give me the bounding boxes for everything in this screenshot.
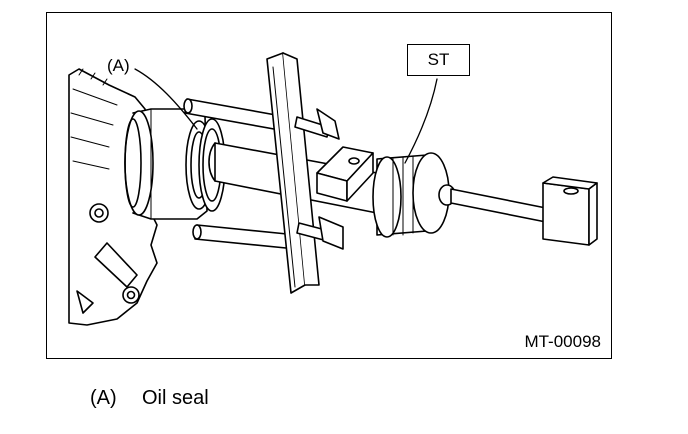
leader-line-st xyxy=(404,78,438,164)
oil-seal-installation-illustration xyxy=(68,52,598,326)
oil-seal xyxy=(185,118,226,212)
slide-rod-handle xyxy=(450,176,598,246)
legend-label: Oil seal xyxy=(142,387,209,409)
callout-a-label: (A) xyxy=(107,56,130,75)
leader-line-a xyxy=(134,68,198,130)
thumb-screws xyxy=(294,108,344,250)
callout-st-box: ST xyxy=(407,44,470,76)
clamp-block xyxy=(316,146,374,202)
legend-key: (A) xyxy=(90,387,117,409)
legend-item: (A) Oil seal xyxy=(90,387,209,410)
figure-frame: (A) ST MT-00098 xyxy=(46,12,612,359)
figure-id: MT-00098 xyxy=(524,332,601,351)
sliding-weight xyxy=(372,152,456,238)
callout-st-label: ST xyxy=(427,50,450,69)
